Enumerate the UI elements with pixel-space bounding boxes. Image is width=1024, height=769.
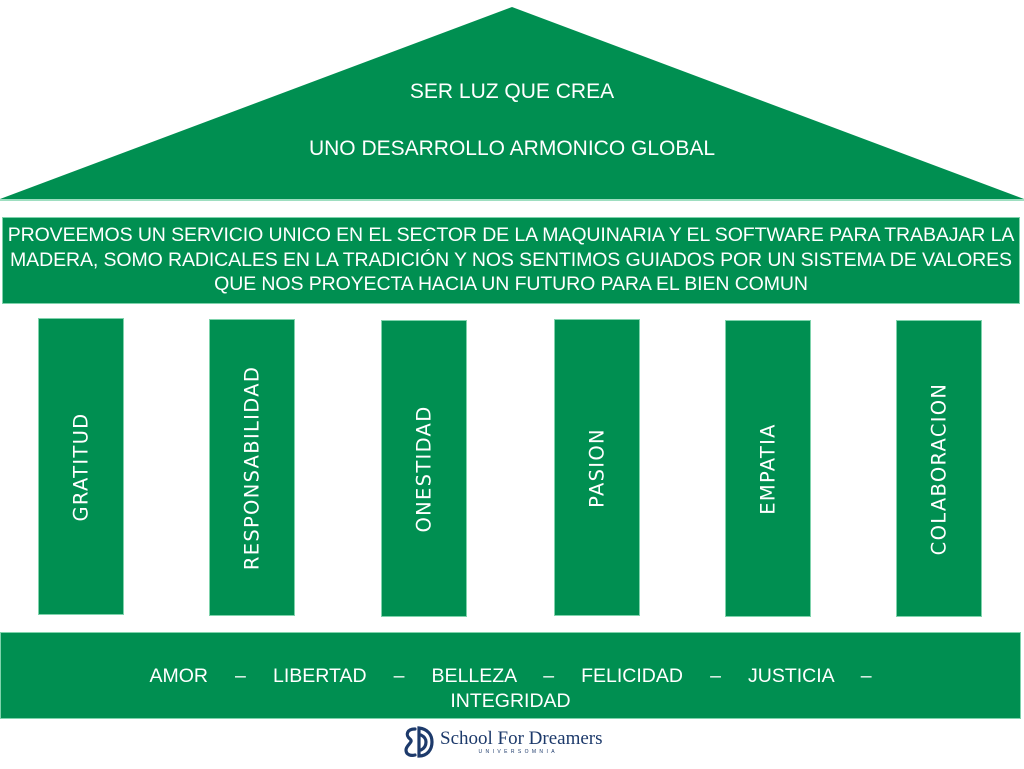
pillar-label: GRATITUD <box>69 412 93 521</box>
pillar-label: PASION <box>585 427 609 508</box>
roof-triangle: SER LUZ QUE CREA UNO DESARROLLO ARMONICO… <box>0 0 1024 202</box>
roof-title: SER LUZ QUE CREA <box>409 80 615 103</box>
pillar-label: COLABORACION <box>927 382 951 555</box>
values-line-2: INTEGRIDAD <box>450 690 571 712</box>
pillar-empatia: EMPATIA <box>725 320 811 617</box>
logo-tagline: UNIVERSOMNIA <box>478 748 558 755</box>
pillar-onestidad: ONESTIDAD <box>381 320 467 617</box>
pillar-label: ONESTIDAD <box>412 404 436 533</box>
mission-beam: PROVEEMOS UN SERVICIO UNICO EN EL SECTOR… <box>2 217 1020 304</box>
pillar-colaboracion: COLABORACION <box>896 320 982 617</box>
school-for-dreamers-logo: School For Dreamers UNIVERSOMNIA <box>402 723 603 761</box>
roof-shape <box>0 7 1024 201</box>
values-base: AMOR – LIBERTAD – BELLEZA – FELICIDAD – … <box>0 632 1021 719</box>
logo-name: School For Dreamers <box>440 727 603 749</box>
pillar-label: RESPONSABILIDAD <box>240 365 264 570</box>
values-line-1: AMOR – LIBERTAD – BELLEZA – FELICIDAD – … <box>149 665 872 687</box>
mission-text: PROVEEMOS UN SERVICIO UNICO EN EL SECTOR… <box>7 224 1015 295</box>
pillar-pasion: PASION <box>554 319 640 616</box>
roof-subtitle: UNO DESARROLLO ARMONICO GLOBAL <box>308 137 716 160</box>
pillar-responsabilidad: RESPONSABILIDAD <box>209 319 295 616</box>
pillar-gratitud: GRATITUD <box>38 318 124 615</box>
pillar-label: EMPATIA <box>756 422 780 515</box>
school-for-dreamers-logo-icon <box>404 726 434 758</box>
